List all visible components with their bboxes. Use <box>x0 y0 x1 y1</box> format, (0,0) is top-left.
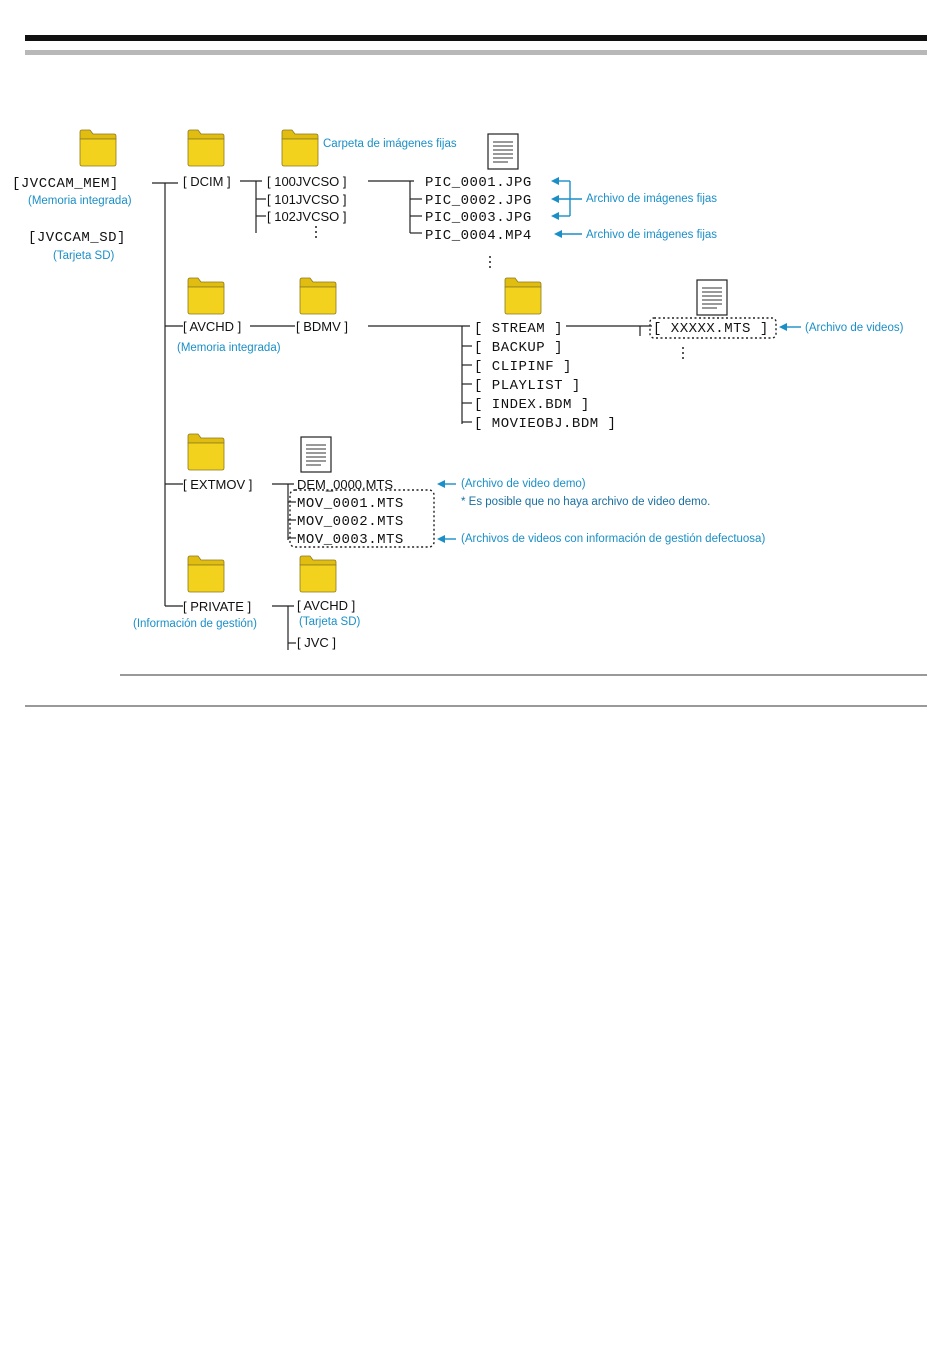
file-icon <box>487 133 519 170</box>
folder-icon <box>281 129 319 167</box>
extmov-files-note: (Archivos de videos con información de g… <box>461 533 765 545</box>
bdmv-item-label: [ INDEX.BDM ] <box>474 397 590 413</box>
file-icon <box>300 436 332 473</box>
highlight-box <box>289 489 435 548</box>
highlight-box <box>649 317 777 339</box>
root-sd-note: (Tarjeta SD) <box>53 250 115 262</box>
header-rule <box>25 35 927 55</box>
folder-icon <box>187 129 225 167</box>
dcim-subfolder-label: [ 101JVCSO ] <box>267 192 346 207</box>
image-file-label: PIC_0001.JPG <box>425 175 532 191</box>
private-avchd-note: (Tarjeta SD) <box>299 616 361 628</box>
file-icon <box>696 279 728 316</box>
folder-icon <box>187 555 225 593</box>
tree-lines <box>152 180 652 650</box>
root-sd-label: [JVCCAM_SD] <box>28 230 126 246</box>
folder-icon <box>187 433 225 471</box>
folder-icon <box>504 277 542 315</box>
bdmv-item-label: [ CLIPINF ] <box>474 359 572 375</box>
bdmv-folder-label: [ BDMV ] <box>296 319 348 334</box>
avchd-folder-note: (Memoria integrada) <box>177 342 281 354</box>
image-file-note: Archivo de imágenes fijas <box>586 193 717 205</box>
folder-icon <box>79 129 117 167</box>
folder-icon <box>299 277 337 315</box>
dcim-folder-note: Carpeta de imágenes fijas <box>323 138 457 150</box>
bdmv-item-label: [ STREAM ] <box>474 321 563 337</box>
folder-icon <box>187 277 225 315</box>
demo-file-note: (Archivo de video demo) <box>461 478 586 490</box>
bdmv-item-label: [ BACKUP ] <box>474 340 563 356</box>
stream-file-label: [ XXXXX.MTS ] <box>653 321 769 337</box>
root-mem-label: [JVCCAM_MEM] <box>12 176 119 192</box>
avchd-folder-label: [ AVCHD ] <box>183 319 241 334</box>
root-mem-note: (Memoria integrada) <box>28 195 132 207</box>
dcim-folder-label: [ DCIM ] <box>183 174 231 189</box>
demo-file-label: DEM_0000.MTS <box>297 477 393 492</box>
bdmv-item-label: [ PLAYLIST ] <box>474 378 581 394</box>
image-file-label: PIC_0004.MP4 <box>425 228 532 244</box>
image-file-label: PIC_0002.JPG <box>425 193 532 209</box>
extmov-file-label: MOV_0003.MTS <box>297 532 404 548</box>
demo-footnote: * Es posible que no haya archivo de vide… <box>461 496 710 508</box>
image-file-label: PIC_0003.JPG <box>425 210 532 226</box>
extmov-file-label: MOV_0002.MTS <box>297 514 404 530</box>
private-jvc-label: [ JVC ] <box>297 635 336 650</box>
image-file-note: Archivo de imágenes fijas <box>586 229 717 241</box>
extmov-folder-label: [ EXTMOV ] <box>183 477 252 492</box>
arrow-left-icon <box>437 177 801 543</box>
dcim-subfolder-label: [ 100JVCSO ] <box>267 174 346 189</box>
folder-icon <box>299 555 337 593</box>
extmov-file-label: MOV_0001.MTS <box>297 496 404 512</box>
stream-file-note: (Archivo de videos) <box>805 322 904 334</box>
dcim-subfolder-label: [ 102JVCSO ] <box>267 209 346 224</box>
private-folder-label: [ PRIVATE ] <box>183 599 251 614</box>
private-avchd-label: [ AVCHD ] <box>297 598 355 613</box>
ellipsis-icon <box>315 226 684 359</box>
private-folder-note: (Información de gestión) <box>133 618 257 630</box>
bdmv-item-label: [ MOVIEOBJ.BDM ] <box>474 416 616 432</box>
